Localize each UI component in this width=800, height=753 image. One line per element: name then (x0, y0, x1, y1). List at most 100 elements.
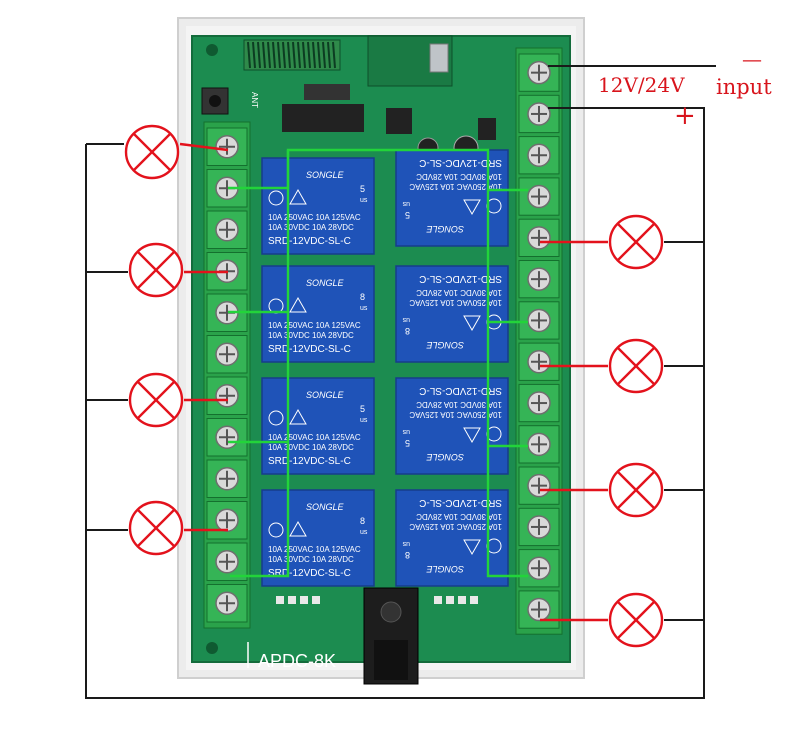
cert-icon (268, 522, 284, 538)
screw-terminal-icon[interactable] (206, 169, 248, 208)
relay-number: 5 (405, 210, 410, 220)
warning-icon (289, 296, 307, 313)
screw-terminal-icon[interactable] (518, 94, 560, 134)
crystal (429, 43, 449, 73)
relay-cert: us (402, 316, 410, 323)
program-button-cap (209, 95, 221, 107)
relay-spec-ac: 10A 250VAC 10A 125VAC (409, 298, 502, 307)
screw-terminal-icon[interactable] (518, 466, 560, 505)
relay-spec-ac: 10A 250VAC 10A 125VAC (268, 321, 361, 330)
board-model-label: APDC-8K (258, 651, 336, 671)
supply-wiring (85, 65, 716, 699)
mount-hole (206, 642, 218, 654)
voltage-label: 12V/24V (598, 73, 685, 97)
ic-chip (304, 84, 350, 100)
relay-spec-dc: 10A 30VDC 10A 28VDC (268, 443, 354, 452)
relay-number: 8 (360, 516, 365, 526)
relay-spec-ac: 10A 250VAC 10A 125VAC (268, 545, 361, 554)
lamp-load-icon (128, 242, 184, 298)
warning-icon (289, 520, 307, 537)
relay-brand: SONGLE (306, 502, 345, 512)
ic-chip (282, 104, 364, 132)
warning-icon (289, 408, 307, 425)
relay-model: SRD-12VDC-SL-C (419, 273, 502, 284)
terminal-column-left (203, 121, 251, 629)
terminal-blocks (203, 47, 563, 635)
screw-terminal-icon[interactable] (206, 335, 248, 374)
lamp-load-icon (608, 338, 664, 394)
relay-number: 8 (405, 550, 410, 560)
relay-model: SRD-12VDC-SL-C (419, 385, 502, 396)
relay-cert: us (402, 540, 410, 547)
load-lamps (124, 124, 664, 648)
relay-model: SRD-12VDC-SL-C (419, 157, 502, 168)
relay-cert: us (360, 529, 368, 536)
screw-terminal-icon[interactable] (206, 459, 248, 498)
screw-terminal-icon[interactable] (518, 177, 560, 216)
relay-cert: us (360, 305, 368, 312)
relay-spec-dc: 10A 30VDC 10A 28VDC (416, 172, 502, 181)
screw-terminal-icon[interactable] (518, 53, 560, 92)
screw-terminal-icon[interactable] (206, 418, 248, 457)
plus-sign: + (674, 101, 696, 131)
screw-terminal-icon[interactable] (518, 590, 560, 629)
relay-model: SRD-12VDC-SL-C (268, 236, 351, 247)
warning-icon (463, 315, 481, 332)
relay-spec-dc: 10A 30VDC 10A 28VDC (268, 223, 354, 232)
relay-cert: us (360, 417, 368, 424)
antenna-label: ANT (250, 92, 259, 108)
relay-brand: SONGLE (306, 278, 345, 288)
screw-terminal-icon[interactable] (206, 584, 248, 623)
lamp-load-icon (608, 592, 664, 648)
screw-terminal-icon[interactable] (206, 376, 248, 415)
screw-terminal-icon[interactable] (206, 542, 248, 581)
relay-brand: SONGLE (425, 340, 464, 350)
relay-number: 8 (360, 292, 365, 302)
cert-icon (268, 410, 284, 426)
relay-spec-dc: 10A 30VDC 10A 28VDC (416, 512, 502, 521)
lamp-load-icon (608, 214, 664, 270)
warning-icon (463, 427, 481, 444)
screw-terminal-icon[interactable] (518, 342, 560, 381)
relay-brand: SONGLE (306, 390, 345, 400)
relay-number: 5 (360, 404, 365, 414)
warning-icon (463, 199, 481, 216)
warning-icon (463, 539, 481, 556)
screw-terminal-icon[interactable] (206, 127, 248, 166)
screw-terminal-icon[interactable] (206, 501, 248, 540)
screw-terminal-icon[interactable] (518, 507, 560, 547)
screw-terminal-icon[interactable] (518, 425, 560, 464)
relay-spec-ac: 10A 250VAC 10A 125VAC (409, 182, 502, 191)
screw-terminal-icon[interactable] (206, 210, 248, 249)
mount-hole (206, 44, 218, 56)
antenna-coil (243, 39, 341, 71)
relay-cert: us (360, 197, 368, 204)
screw-terminal-icon[interactable] (518, 549, 560, 588)
cert-icon (268, 190, 284, 206)
input-label: input (716, 75, 772, 99)
relay-cert: us (402, 200, 410, 207)
screw-terminal-icon[interactable] (518, 260, 560, 299)
relay-number: 5 (360, 184, 365, 194)
terminal-column-right (515, 47, 563, 635)
relay-spec-dc: 10A 30VDC 10A 28VDC (268, 331, 354, 340)
status-led-row (276, 596, 478, 604)
screw-terminal-icon[interactable] (518, 218, 560, 257)
screw-terminal-icon[interactable] (518, 301, 560, 340)
relay-brand: SONGLE (306, 170, 345, 180)
warning-icon (289, 188, 307, 205)
ic-chip (386, 108, 412, 134)
screw-terminal-icon[interactable] (518, 383, 560, 423)
screw-terminal-icon[interactable] (518, 136, 560, 175)
